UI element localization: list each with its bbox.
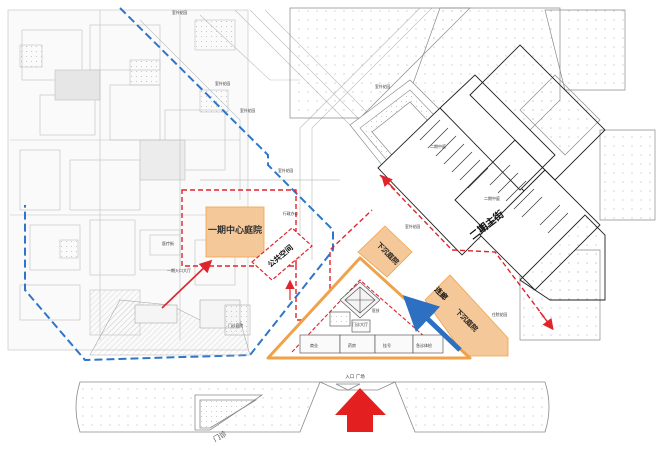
phase1-outer-dash bbox=[181, 189, 297, 267]
phase2-street-route bbox=[379, 174, 551, 326]
sunken-courtyard-upper bbox=[357, 225, 413, 278]
admin-label: 行政办公 bbox=[283, 211, 298, 216]
public-space: 公共空间 bbox=[251, 227, 313, 281]
street-arrow-down bbox=[539, 311, 554, 331]
phase2-ward-b-label: 二期中庭 bbox=[484, 195, 500, 201]
commercial-label: 商业 bbox=[310, 342, 318, 348]
outdoor-parking-label-c: 室外花园 bbox=[240, 108, 255, 113]
outdoor-parking-label-d: 室外花园 bbox=[278, 168, 293, 173]
outdoor-parking-label-e: 室外花园 bbox=[405, 224, 420, 229]
triage-label: 挂号 bbox=[383, 342, 391, 348]
phase2-buildings bbox=[377, 44, 606, 301]
entrance-plaza bbox=[75, 381, 550, 433]
phase2-ward-a-label: 二期中庭 bbox=[430, 143, 446, 149]
phase1-entrance-label: 一期入口大厅 bbox=[167, 267, 191, 273]
outpatient-block: 门诊大厅 商业 药房 挂号 急诊体检 bbox=[266, 256, 472, 360]
pharmacy-label: 药房 bbox=[348, 342, 356, 348]
exam-area-label: 医技 bbox=[372, 308, 380, 313]
courtyard-arrow bbox=[161, 259, 213, 309]
clinic-court-label: 门诊庭院 bbox=[228, 323, 243, 328]
site-boundary bbox=[24, 7, 334, 362]
clinic-hall-label: 门诊大厅 bbox=[352, 321, 368, 327]
outdoor-parking-label-a: 室外花园 bbox=[172, 10, 187, 15]
phase1-courtyard-label: 一期中心庭院 bbox=[208, 224, 262, 236]
garden-upper-label: 室外花园 bbox=[375, 84, 390, 89]
emergency-label: 急诊体检 bbox=[416, 342, 432, 348]
frontage bbox=[89, 299, 251, 356]
street-arrow-up bbox=[381, 174, 396, 191]
outdoor-parking-label-b: 室外花园 bbox=[215, 81, 230, 86]
garden-mid-label: 住院花园 bbox=[492, 312, 507, 317]
phase1-courtyard-zone bbox=[205, 206, 265, 258]
main-entrance-arrow bbox=[335, 388, 386, 432]
entrance-plaza-label: 入口 广场 bbox=[345, 373, 365, 380]
corridor-arrow bbox=[402, 295, 462, 352]
medical-street-label: 医疗街 bbox=[162, 240, 174, 246]
